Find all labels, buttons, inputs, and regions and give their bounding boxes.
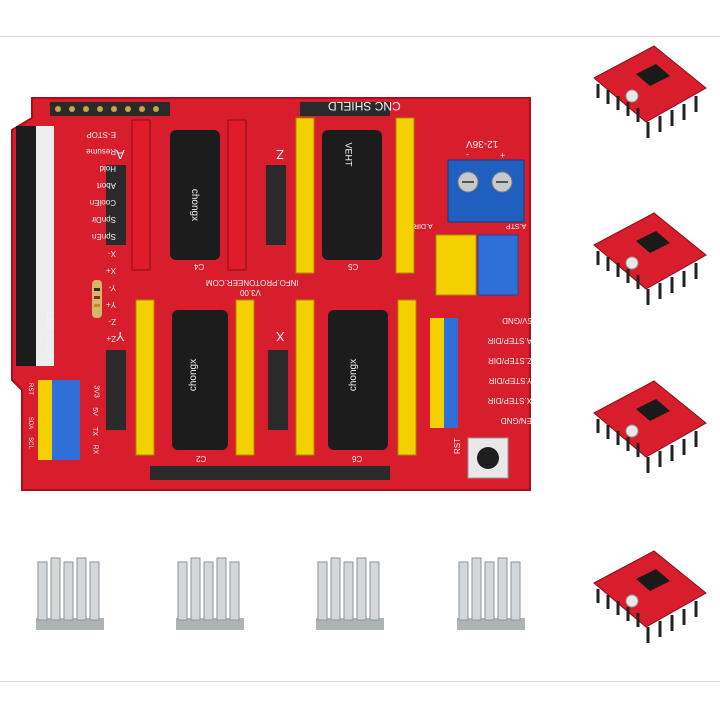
header-label-spnen: SpnEn — [91, 232, 116, 241]
side-label-a-stp: A.STP — [506, 222, 527, 229]
power-plus-label: + — [500, 150, 506, 160]
stepper-driver-module — [584, 205, 712, 323]
capacitor-brand-a: chongx — [189, 188, 201, 222]
stepper-driver-module — [584, 38, 712, 156]
capacitor-brand-z: VEHT — [343, 142, 354, 167]
end-stops-label: END STOPS — [45, 312, 55, 364]
cap-label-c4: C4 — [194, 262, 205, 271]
stepper-driver-graphic — [593, 212, 707, 305]
header-label-z-plus: Z+ — [106, 334, 116, 343]
stepper-driver-graphic — [593, 380, 707, 473]
heatsink-graphic — [36, 557, 104, 630]
header-label-resume: Resume — [86, 147, 116, 156]
header-label-coolen: CoolEn — [89, 198, 116, 207]
heatsink-graphic — [457, 557, 525, 630]
bottom-divider-line — [0, 681, 720, 682]
pin-label-sda: SDA — [27, 416, 34, 430]
header-label-estop: E-STOP — [86, 130, 116, 139]
header-label-x-minus: X- — [108, 249, 116, 258]
power-input-label: 12-36V — [466, 138, 499, 149]
capacitor-brand-y: chongx — [188, 358, 200, 392]
heatsink-graphic — [176, 557, 244, 630]
axis-label-y: Y — [116, 329, 125, 344]
header-label-x-step-dir: X.STEP/DIR — [487, 396, 532, 405]
serial-label-3v3: 3V3 — [92, 385, 100, 398]
header-label-en-gnd: EN/GND — [500, 416, 532, 425]
header-label-a-step-dir: A.STEP/DIR — [487, 336, 532, 345]
stepper-driver-graphic — [593, 45, 707, 138]
cap-label-c5: C5 — [348, 262, 359, 271]
pin-label-rst: RST — [27, 383, 33, 395]
heatsink — [453, 556, 529, 632]
reset-label: RST — [453, 438, 462, 454]
heatsink — [172, 556, 248, 632]
stepper-driver-graphic — [593, 550, 707, 643]
stepper-driver-module — [584, 543, 712, 661]
axis-label-z: Z — [276, 147, 284, 162]
serial-label-tx: TX — [90, 427, 98, 436]
header-label-z-minus: Z- — [108, 317, 116, 326]
header-label-hold: Hold — [99, 164, 116, 173]
cnc-shield-board: CNC SHIELD INFO.PROTONEER.COM V3.00 12-3… — [10, 90, 540, 500]
heatsink-graphic — [316, 557, 384, 630]
board-title: CNC SHIELD — [328, 99, 401, 113]
header-label-abort: Abort — [96, 181, 116, 190]
header-label-x-plus: X+ — [105, 266, 116, 275]
right-header-labels: 5V/GND A.STEP/DIR Z.STEP/DIR Y.STEP/DIR … — [462, 316, 532, 436]
header-label-y-minus: Y- — [108, 283, 116, 292]
pin-label-scl: SCL — [26, 437, 33, 449]
board-website: INFO.PROTONEER.COM — [206, 278, 299, 287]
power-minus-label: - — [466, 150, 469, 160]
cap-label-c2: C2 — [196, 454, 207, 463]
axis-label-a: A — [116, 147, 125, 162]
heatsink — [312, 556, 388, 632]
top-divider-line — [0, 36, 720, 37]
header-label-5v-gnd: 5V/GND — [502, 316, 532, 325]
cnc-shield-board-graphic — [11, 97, 531, 491]
axis-label-x: X — [276, 329, 285, 344]
stepper-driver-module — [584, 373, 712, 491]
header-label-y-step-dir: Y.STEP/DIR — [488, 376, 532, 385]
capacitor-brand-x: chongx — [348, 358, 360, 392]
header-label-spndir: SpnDir — [91, 215, 116, 224]
left-header-labels: E-STOP Resume Hold Abort CoolEn SpnDir S… — [56, 130, 116, 351]
header-label-z-step-dir: Z.STEP/DIR — [487, 356, 532, 365]
cap-label-c6: C6 — [352, 454, 363, 463]
side-label-a-dir: A.DIR — [414, 222, 433, 229]
serial-label-5v: 5V — [90, 407, 98, 416]
board-version: V3.00 — [240, 288, 261, 297]
header-label-y-plus: Y+ — [105, 300, 116, 309]
heatsink — [32, 556, 108, 632]
serial-label-rx: RX — [91, 444, 99, 455]
